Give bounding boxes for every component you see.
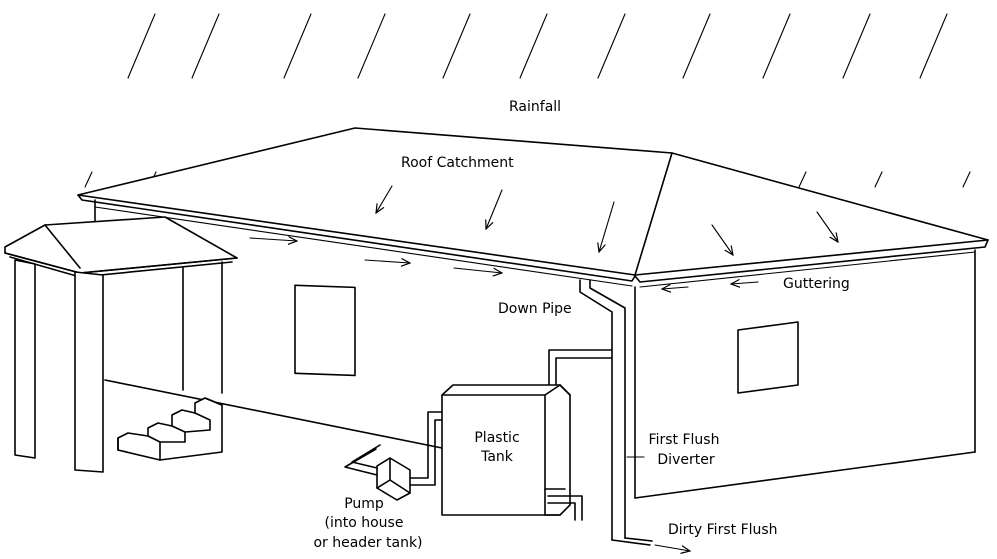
labels: Rainfall Roof Catchment Guttering Down P… [313, 99, 849, 551]
down-pipe [579, 279, 653, 546]
label-rainfall: Rainfall [509, 99, 561, 115]
label-plastic-tank-1: Plastic [474, 430, 519, 446]
label-pump-2: (into house [325, 515, 404, 531]
pump-assembly [344, 411, 443, 501]
label-first-flush-2: Diverter [657, 452, 714, 468]
label-down-pipe: Down Pipe [498, 301, 572, 317]
window-front [294, 284, 356, 377]
tank-inlet-pipe [548, 349, 613, 386]
label-guttering: Guttering [783, 276, 850, 292]
label-roof-catchment: Roof Catchment [401, 155, 514, 171]
window-side [737, 321, 799, 394]
label-first-flush-1: First Flush [649, 432, 720, 448]
house-walls [94, 199, 976, 499]
rain-streaks [127, 13, 948, 79]
label-plastic-tank-2: Tank [480, 449, 514, 465]
label-dirty-first-flush: Dirty First Flush [668, 522, 778, 538]
flow-arrows [249, 185, 838, 551]
label-pump-3: or header tank) [313, 535, 422, 551]
porch [4, 216, 238, 473]
label-pump-1: Pump [344, 496, 384, 512]
plastic-tank [441, 384, 583, 521]
hip-roof [77, 127, 989, 288]
